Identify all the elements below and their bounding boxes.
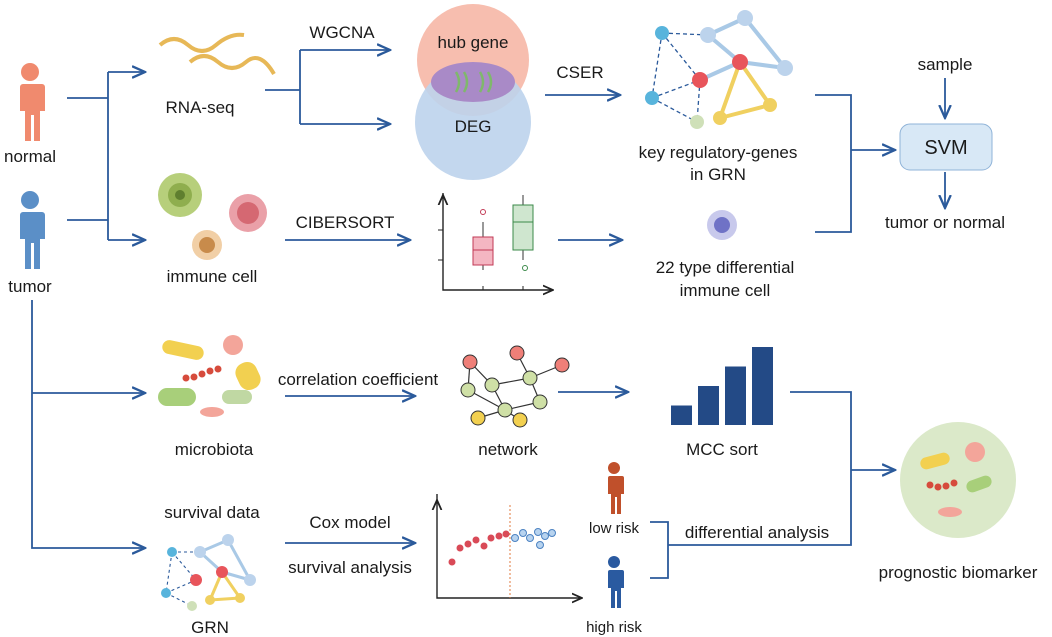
network-label: network [478,440,538,459]
immune-cells-icon [158,173,267,260]
normal-person-icon [18,63,45,141]
high-risk-person-icon [606,556,624,608]
low-risk-person-icon [606,462,624,514]
immune-cell-icon [707,210,737,240]
survival-data-label: survival data [164,503,260,522]
prognostic-connectors [668,391,895,546]
immune-diff-label-1: 22 type differential [656,258,795,277]
normal-label: normal [4,147,56,166]
survival-analysis-label: survival analysis [288,558,412,577]
sample-label: sample [918,55,973,74]
venn-diagram [415,4,531,180]
immune-diff-label-2: immune cell [680,281,771,300]
tumor-or-normal-label: tumor or normal [885,213,1005,232]
mcc-bar [671,405,692,425]
svm-box [899,123,993,171]
immune-cell-label: immune cell [167,267,258,286]
wgcna-label: WGCNA [309,23,375,42]
microbe-network-icon [460,345,570,428]
microbiota-icon [158,335,261,417]
mcc-bar-chart [671,347,773,425]
prognostic-biomarker-icon [900,422,1016,538]
input-connectors [31,72,145,548]
svm-connectors [815,78,945,233]
mcc-bar [698,386,719,425]
low-risk-label: low risk [589,520,640,537]
rna-seq-label: RNA-seq [166,98,235,117]
key-regulatory-label-2: in GRN [690,165,746,184]
prognostic-biomarker-label: prognostic biomarker [879,563,1038,582]
mcc-bar [725,366,746,425]
boxplot-icon [438,193,553,290]
risk-connectors [650,521,669,579]
mcc-sort-label: MCC sort [686,440,758,459]
hub-gene-label: hub gene [438,33,509,52]
cibersort-label: CIBERSORT [296,213,395,232]
cox-model-label: Cox model [309,513,390,532]
correlation-label: correlation coefficient [278,370,439,389]
wgcna-connectors [265,50,390,124]
tumor-label: tumor [8,277,52,296]
cser-label: CSER [556,63,603,82]
deg-label: DEG [455,117,492,136]
mcc-bar [752,347,773,425]
grn-label: GRN [191,618,229,637]
survival-scatter-icon [437,494,582,598]
rna-strand-icon [158,32,276,76]
microbiota-label: microbiota [175,440,254,459]
grn-small-icon [161,534,256,611]
key-regulatory-label-1: key regulatory-genes [639,143,798,162]
svm-label: SVM [924,137,967,159]
differential-analysis-label: differential analysis [685,523,829,542]
high-risk-label: high risk [586,619,642,636]
tumor-person-icon [18,191,45,269]
grn-network-icon [645,10,793,129]
